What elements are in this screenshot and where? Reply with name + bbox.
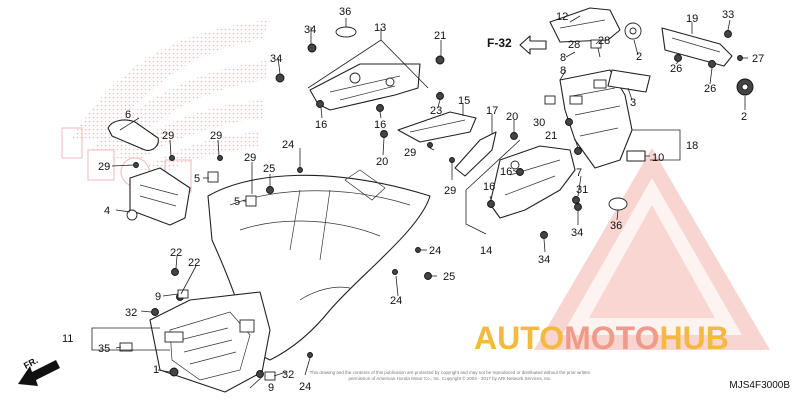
callout-24: 24 [299, 381, 311, 393]
callout-36: 36 [339, 6, 351, 18]
callout-9: 9 [268, 382, 274, 394]
callout-19: 19 [686, 13, 698, 25]
callout-21: 21 [434, 30, 446, 42]
callout-35: 35 [98, 343, 110, 355]
diagram-code: MJS4F3000B [729, 380, 790, 391]
callout-5: 5 [194, 173, 200, 185]
callout-22: 22 [188, 257, 200, 269]
callout-2: 2 [636, 51, 642, 63]
side-bracket-14 [489, 145, 576, 219]
callout-34: 34 [571, 227, 583, 239]
callout-33: 33 [722, 9, 734, 21]
callout-16: 16 [500, 166, 512, 178]
callout-32: 32 [125, 307, 137, 319]
callout-2: 2 [741, 111, 747, 123]
grommet-2b [736, 78, 754, 96]
callout-10: 10 [652, 152, 664, 164]
reflector-3 [607, 69, 651, 93]
callout-24: 24 [429, 245, 441, 257]
callout-8: 8 [560, 65, 566, 77]
callout-29: 29 [98, 161, 110, 173]
reference-arrow [519, 35, 547, 55]
callout-1: 1 [153, 364, 159, 376]
bracket-17 [454, 131, 497, 177]
callout-21: 21 [545, 130, 557, 142]
watermark-logo: AUTOMOTOHUB [474, 318, 794, 358]
callout-31: 31 [576, 184, 588, 196]
callout-3: 3 [630, 97, 636, 109]
callout-30: 30 [533, 117, 545, 129]
copyright-text: This drawing and the contents of this pu… [309, 370, 591, 381]
plate-bracket-19 [661, 27, 733, 67]
callout-29: 29 [210, 130, 222, 142]
callout-7: 7 [576, 167, 582, 179]
watermark-part-2: MOTO [564, 320, 660, 356]
grommet-36a [335, 26, 357, 38]
callout-14: 14 [480, 245, 492, 257]
reference-label: F-32 [487, 36, 512, 50]
callout-36: 36 [610, 220, 622, 232]
watermark-part-3: HUB [659, 320, 729, 356]
callout-4: 4 [104, 205, 110, 217]
callout-6: 6 [125, 109, 131, 121]
callout-9: 9 [155, 291, 161, 303]
callout-16: 16 [483, 181, 495, 193]
callout-24: 24 [390, 295, 402, 307]
callout-8: 8 [560, 52, 566, 64]
callout-26: 26 [670, 63, 682, 75]
callout-23: 23 [430, 105, 442, 117]
callout-28: 28 [598, 35, 610, 47]
callout-16: 16 [315, 119, 327, 131]
callout-17: 17 [486, 105, 498, 117]
fasteners [119, 30, 743, 381]
callout-27: 27 [752, 53, 764, 65]
callout-29: 29 [444, 185, 456, 197]
callout-12: 12 [556, 11, 568, 23]
callout-16: 16 [374, 119, 386, 131]
bracket-4 [126, 167, 191, 226]
cap-10 [626, 150, 646, 162]
watermark-part-1: AUTO [474, 320, 565, 356]
callout-13: 13 [374, 22, 386, 34]
wing-watermark [61, 20, 270, 193]
leader-lines [91, 15, 748, 389]
callout-20: 20 [376, 156, 388, 168]
callouts: 1 2 2 3 4 5 5 6 7 8 8 9 9 10 11 12 13 14… [62, 6, 764, 394]
callout-34: 34 [538, 254, 550, 266]
callout-25: 25 [263, 163, 275, 175]
callout-34: 34 [304, 24, 316, 36]
rear-cowl-12 [549, 7, 621, 43]
callout-26: 26 [704, 83, 716, 95]
callout-32: 32 [282, 369, 294, 381]
inner-fender [149, 291, 271, 393]
tail-frame-13 [309, 63, 421, 111]
callout-34: 34 [270, 53, 282, 65]
callout-5: 5 [234, 196, 240, 208]
grommet-36b [608, 197, 628, 211]
callout-18: 18 [686, 140, 698, 152]
callout-22: 22 [170, 247, 182, 259]
callout-29: 29 [162, 130, 174, 142]
triangle-watermark [534, 148, 770, 350]
callout-24: 24 [282, 139, 294, 151]
callout-25: 25 [443, 271, 455, 283]
callout-28: 28 [568, 39, 580, 51]
callout-29: 29 [404, 147, 416, 159]
callout-20: 20 [506, 111, 518, 123]
bracket-15 [397, 111, 477, 143]
callout-29: 29 [244, 152, 256, 164]
grommet-2a [624, 22, 642, 40]
front-direction-arrow [18, 360, 60, 386]
callout-11: 11 [62, 333, 73, 345]
callout-15: 15 [458, 95, 470, 107]
rubber-6 [107, 119, 159, 151]
